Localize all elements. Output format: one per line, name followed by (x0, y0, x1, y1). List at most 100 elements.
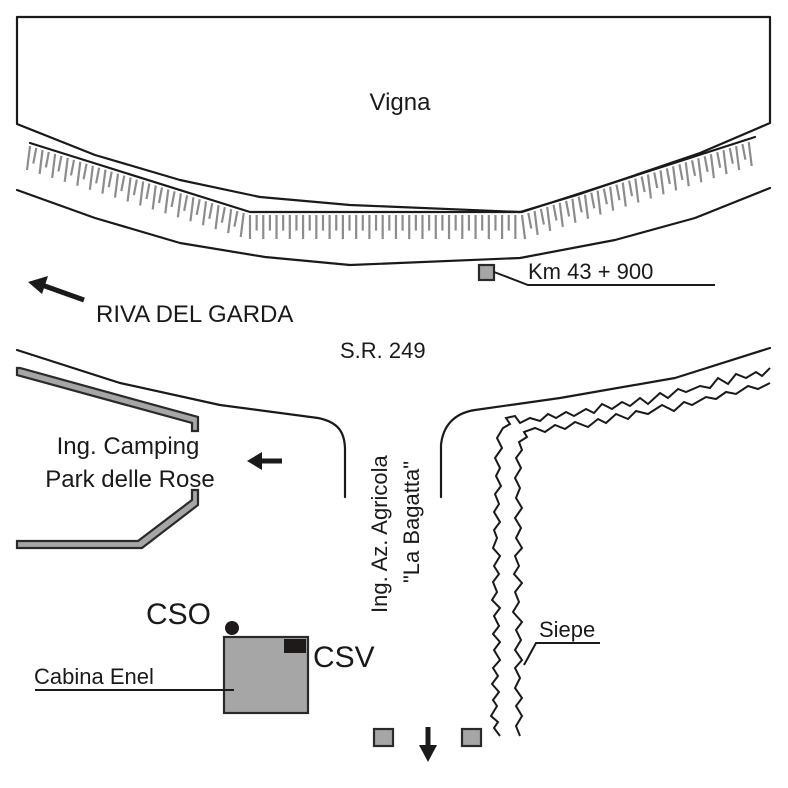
hatch-tick (646, 174, 653, 199)
hatch-tick (151, 185, 157, 210)
hatch-tick (214, 205, 220, 230)
hatch-tick (722, 149, 728, 175)
embankment-hatching (25, 141, 753, 240)
hatch-tick (527, 212, 533, 229)
hatch-tick (227, 208, 233, 234)
hatch-tick (520, 214, 527, 240)
hatch-tick (640, 176, 646, 193)
hatch-tick (189, 197, 195, 222)
csv-box (284, 639, 306, 653)
hatch-tick (615, 184, 621, 201)
hatch-tick (126, 177, 132, 202)
hatch-tick (220, 206, 226, 223)
hatch-tick (239, 212, 245, 238)
hatch-tick (82, 163, 88, 180)
hatch-tick (233, 210, 239, 227)
hatch-tick (697, 158, 703, 183)
hatch-tick (101, 169, 107, 194)
road-edge-north (15, 186, 772, 267)
hatch-tick (88, 165, 94, 190)
camping-fence-north (15, 366, 200, 433)
hatch-tick (634, 178, 640, 203)
camping-label-line1: Ing. Camping (57, 433, 200, 460)
gate-post-left (372, 727, 395, 748)
hatch-tick (57, 155, 63, 172)
hatch-tick (672, 166, 678, 191)
hatch-tick (539, 208, 545, 225)
cso-label: CSO (146, 598, 211, 631)
hatch-tick (558, 202, 564, 227)
road-name-label: S.R. 249 (340, 338, 426, 363)
hatch-tick (95, 167, 101, 184)
camping-label-line2: Park delle Rose (45, 466, 214, 493)
km-marker-leader (493, 271, 715, 286)
hatch-tick (659, 170, 665, 195)
hatch-tick (25, 145, 32, 171)
hatch-tick (577, 196, 583, 213)
road-edge-south-east (439, 346, 772, 499)
vineyard-label: Vigna (370, 89, 432, 116)
direction-riva-label: RIVA DEL GARDA (96, 301, 293, 328)
hatch-tick (747, 141, 753, 167)
hatch-tick (621, 182, 627, 207)
km-marker-label: Km 43 + 900 (528, 259, 653, 284)
cso-point (225, 621, 239, 635)
cabin-label: Cabina Enel (34, 664, 154, 689)
hatch-tick (590, 192, 596, 209)
hatch-tick (583, 194, 590, 219)
arrow-to-riva-icon (28, 276, 85, 303)
hatch-tick (145, 183, 151, 200)
farm-label-line2: "La Bagatta" (399, 461, 424, 583)
hatch-tick (602, 188, 608, 205)
camping-fence-south (15, 488, 200, 550)
hatch-tick (208, 202, 214, 219)
hedge-label: Siepe (539, 617, 595, 642)
hatch-tick (69, 159, 76, 176)
hatch-tick (552, 204, 558, 221)
hatch-tick (120, 175, 126, 192)
hatch-tick (164, 189, 170, 214)
hatch-tick (183, 195, 189, 212)
hedge-inner (511, 382, 771, 737)
vineyard-area (15, 15, 772, 214)
hatch-tick (51, 153, 57, 179)
hatch-tick (741, 143, 747, 160)
hatch-tick (627, 180, 634, 197)
hatch-tick (735, 145, 741, 171)
hatch-tick (709, 154, 716, 179)
hatch-tick (716, 151, 722, 168)
hatch-tick (32, 147, 38, 164)
hatch-tick (201, 201, 208, 226)
hatch-tick (678, 164, 684, 181)
arrow-to-camping-icon (247, 452, 282, 470)
hatch-tick (176, 193, 182, 218)
hatch-tick (609, 186, 615, 211)
hatch-tick (665, 168, 671, 185)
hatch-tick (703, 156, 709, 173)
hedge-outer (489, 367, 771, 737)
hatch-tick (546, 206, 552, 232)
hatch-tick (139, 181, 145, 206)
hatch-tick (195, 199, 201, 216)
road-edge-south-west (15, 348, 347, 499)
hatch-tick (170, 191, 176, 208)
hatch-tick (44, 151, 50, 168)
hatch-tick (565, 200, 571, 217)
km-marker-post (477, 263, 496, 282)
hatch-tick (596, 190, 602, 215)
hatch-tick (132, 179, 138, 196)
arrow-to-farm-icon (419, 727, 437, 762)
embankment-line (28, 135, 757, 214)
hatch-tick (76, 161, 82, 186)
hatch-tick (571, 198, 577, 223)
hedge-leader (523, 642, 600, 666)
hatch-tick (157, 187, 164, 204)
hatch-tick (113, 173, 120, 198)
hatch-tick (728, 147, 734, 164)
farm-label-line1: Ing. Az. Agricola (367, 454, 392, 613)
gate-post-right (460, 727, 483, 748)
hatch-tick (107, 171, 113, 188)
hatch-tick (684, 162, 690, 187)
hatch-tick (690, 160, 697, 177)
